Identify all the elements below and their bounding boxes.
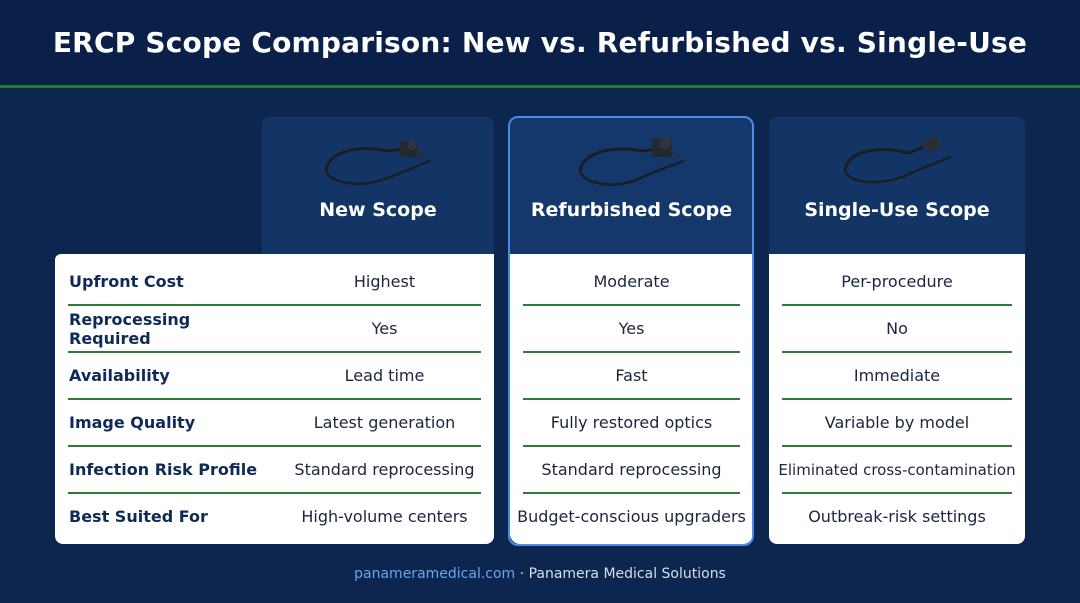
table-cell-row: No bbox=[769, 305, 1025, 352]
row-divider bbox=[523, 351, 740, 353]
row-label: Reprocessing Required bbox=[69, 309, 191, 348]
row-label: Availability bbox=[69, 366, 170, 385]
table-row: Infection Risk Profile Standard reproces… bbox=[55, 446, 494, 493]
cell-single-use: Eliminated cross-contamination bbox=[778, 460, 1016, 479]
table-row: Best Suited For High-volume centers bbox=[55, 493, 494, 540]
table-cell-row: Variable by model bbox=[769, 399, 1025, 446]
row-divider bbox=[782, 445, 1012, 447]
cell-single-use: Immediate bbox=[853, 366, 941, 385]
cell-single-use: Variable by model bbox=[824, 413, 970, 432]
row-divider bbox=[782, 304, 1012, 306]
column-header-single-use: Single-Use Scope bbox=[769, 117, 1025, 254]
table-cell-row: Fully restored optics bbox=[510, 399, 753, 446]
row-divider bbox=[68, 398, 481, 400]
table-cell-row: Moderate bbox=[510, 258, 753, 305]
cell-new: Standard reprocessing bbox=[294, 460, 475, 479]
row-divider bbox=[782, 492, 1012, 494]
cell-single-use: No bbox=[886, 319, 908, 338]
footer-separator: · bbox=[515, 566, 529, 582]
row-divider bbox=[68, 445, 481, 447]
table-cell-row: Outbreak-risk settings bbox=[769, 493, 1025, 540]
table-row: Availability Lead time bbox=[55, 352, 494, 399]
cell-new: Yes bbox=[371, 319, 398, 338]
table-cell-row: Immediate bbox=[769, 352, 1025, 399]
cell-refurbished: Standard reprocessing bbox=[541, 460, 722, 479]
row-divider bbox=[523, 304, 740, 306]
cell-new: Latest generation bbox=[313, 413, 456, 432]
row-label: Upfront Cost bbox=[69, 272, 184, 291]
row-divider bbox=[523, 445, 740, 447]
cell-refurbished: Yes bbox=[618, 319, 645, 338]
footer-company: Panamera Medical Solutions bbox=[528, 566, 726, 582]
cell-new: Lead time bbox=[344, 366, 425, 385]
row-divider bbox=[68, 304, 481, 306]
column-label-single-use: Single-Use Scope bbox=[804, 199, 990, 221]
row-divider bbox=[68, 351, 481, 353]
cell-new: High-volume centers bbox=[301, 507, 468, 526]
footer-link[interactable]: panameramedical.com bbox=[354, 566, 516, 582]
row-divider bbox=[782, 351, 1012, 353]
column-header-refurbished: Refurbished Scope bbox=[510, 117, 753, 254]
table-row: Reprocessing Required Yes bbox=[55, 305, 494, 352]
cell-refurbished: Moderate bbox=[593, 272, 670, 291]
table-cell-row: Budget-conscious upgraders bbox=[510, 493, 753, 540]
column-label-new: New Scope bbox=[319, 199, 437, 221]
footer: panameramedical.com · Panamera Medical S… bbox=[0, 566, 1080, 582]
endoscope-icon bbox=[324, 140, 431, 185]
table-row: Image Quality Latest generation bbox=[55, 399, 494, 446]
cell-single-use: Per-procedure bbox=[841, 272, 953, 291]
table-cell-row: Fast bbox=[510, 352, 753, 399]
cell-refurbished: Fully restored optics bbox=[550, 413, 713, 432]
cell-refurbished: Fast bbox=[615, 366, 648, 385]
table-row: Upfront Cost Highest bbox=[55, 258, 494, 305]
column-label-refurbished: Refurbished Scope bbox=[530, 199, 733, 221]
endoscope-icon bbox=[843, 135, 952, 184]
table-cell-row: Eliminated cross-contamination bbox=[769, 446, 1025, 493]
row-label: Infection Risk Profile bbox=[69, 460, 258, 479]
table-cell-row: Per-procedure bbox=[769, 258, 1025, 305]
row-divider bbox=[523, 398, 740, 400]
page-header: ERCP Scope Comparison: New vs. Refurbish… bbox=[0, 0, 1080, 88]
table-cell-row: Standard reprocessing bbox=[510, 446, 753, 493]
column-header-new: New Scope bbox=[262, 117, 494, 254]
row-label: Image Quality bbox=[69, 413, 196, 432]
cell-refurbished: Budget-conscious upgraders bbox=[517, 507, 746, 526]
row-divider bbox=[782, 398, 1012, 400]
page-title: ERCP Scope Comparison: New vs. Refurbish… bbox=[52, 26, 1028, 59]
endoscope-icon bbox=[578, 137, 684, 186]
cell-single-use: Outbreak-risk settings bbox=[808, 507, 986, 526]
cell-new: Highest bbox=[353, 272, 416, 291]
table-cell-row: Yes bbox=[510, 305, 753, 352]
row-label: Best Suited For bbox=[69, 507, 208, 526]
row-divider bbox=[523, 492, 740, 494]
row-divider bbox=[68, 492, 481, 494]
